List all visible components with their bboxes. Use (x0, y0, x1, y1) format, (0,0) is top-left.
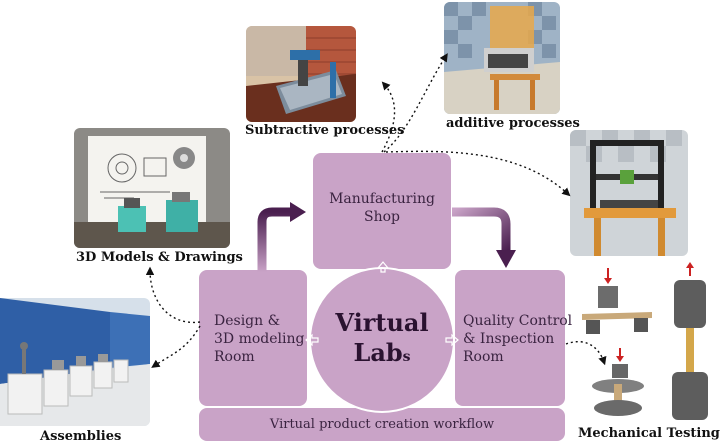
arrow-head-quality (496, 250, 516, 268)
additive-caption: additive processes (446, 116, 580, 131)
dotted-to-models (145, 266, 201, 324)
arrow-circle-up (376, 261, 390, 273)
assembly-room-icon (0, 298, 150, 426)
workflow-bar (199, 408, 565, 441)
mechanical-test-rig-icon (572, 262, 720, 428)
test-rigs-image (572, 262, 720, 428)
design-line1: Design & (214, 313, 281, 329)
manufacturing-line2: Shop (364, 209, 400, 225)
resin-3d-printer-icon (444, 2, 560, 114)
center-line2-sub: s (402, 349, 411, 365)
arrow-design-to-manufacturing (257, 207, 292, 272)
dotted-to-additive (383, 53, 448, 153)
quality-label: Quality Control & Inspection Room (463, 312, 572, 366)
manufacturing-line1: Manufacturing (329, 191, 435, 207)
arrow-manufacturing-to-quality (452, 207, 511, 252)
testing-caption: Mechanical Testing (578, 426, 720, 441)
arrow-head-manufacturing (290, 202, 306, 222)
drawing-board-image (74, 128, 230, 248)
models-caption: 3D Models & Drawings (76, 250, 243, 265)
quality-room-box (455, 270, 565, 406)
virtual-labs-circle (309, 267, 455, 413)
dotted-to-subtractive (381, 81, 396, 153)
design-room-box (199, 270, 307, 406)
quality-line1: Quality Control (463, 313, 573, 329)
center-line2: Labs (309, 338, 455, 372)
arrow-circle-right (445, 333, 459, 347)
cnc-mill-icon (246, 26, 356, 122)
assembly-room-image (0, 298, 150, 426)
center-line2-main: Lab (353, 338, 403, 367)
resin-printer-image (444, 2, 560, 114)
quality-line2: & Inspection (463, 331, 555, 347)
assemblies-caption: Assemblies (40, 429, 122, 443)
design-line2: 3D modeling (214, 331, 305, 347)
manufacturing-label: Manufacturing Shop (313, 190, 451, 226)
manufacturing-shop-box (313, 153, 451, 269)
drawing-board-icon (74, 128, 230, 248)
dotted-to-testing (565, 341, 607, 366)
fdm-printer-image (570, 130, 688, 256)
cnc-mill-image (246, 26, 356, 122)
dotted-to-fdm (385, 150, 571, 197)
virtual-labs-title: Virtual Labs (309, 308, 455, 372)
dotted-to-assemblies (151, 325, 201, 368)
quality-line3: Room (463, 349, 504, 365)
workflow-label: Virtual product creation workflow (269, 417, 495, 432)
design-label: Design & 3D modeling Room (214, 312, 304, 366)
fdm-3d-printer-icon (570, 130, 688, 256)
center-line1: Virtual (335, 308, 429, 337)
design-line3: Room (214, 349, 255, 365)
subtractive-caption: Subtractive processes (245, 123, 405, 138)
arrow-circle-left (305, 333, 319, 347)
